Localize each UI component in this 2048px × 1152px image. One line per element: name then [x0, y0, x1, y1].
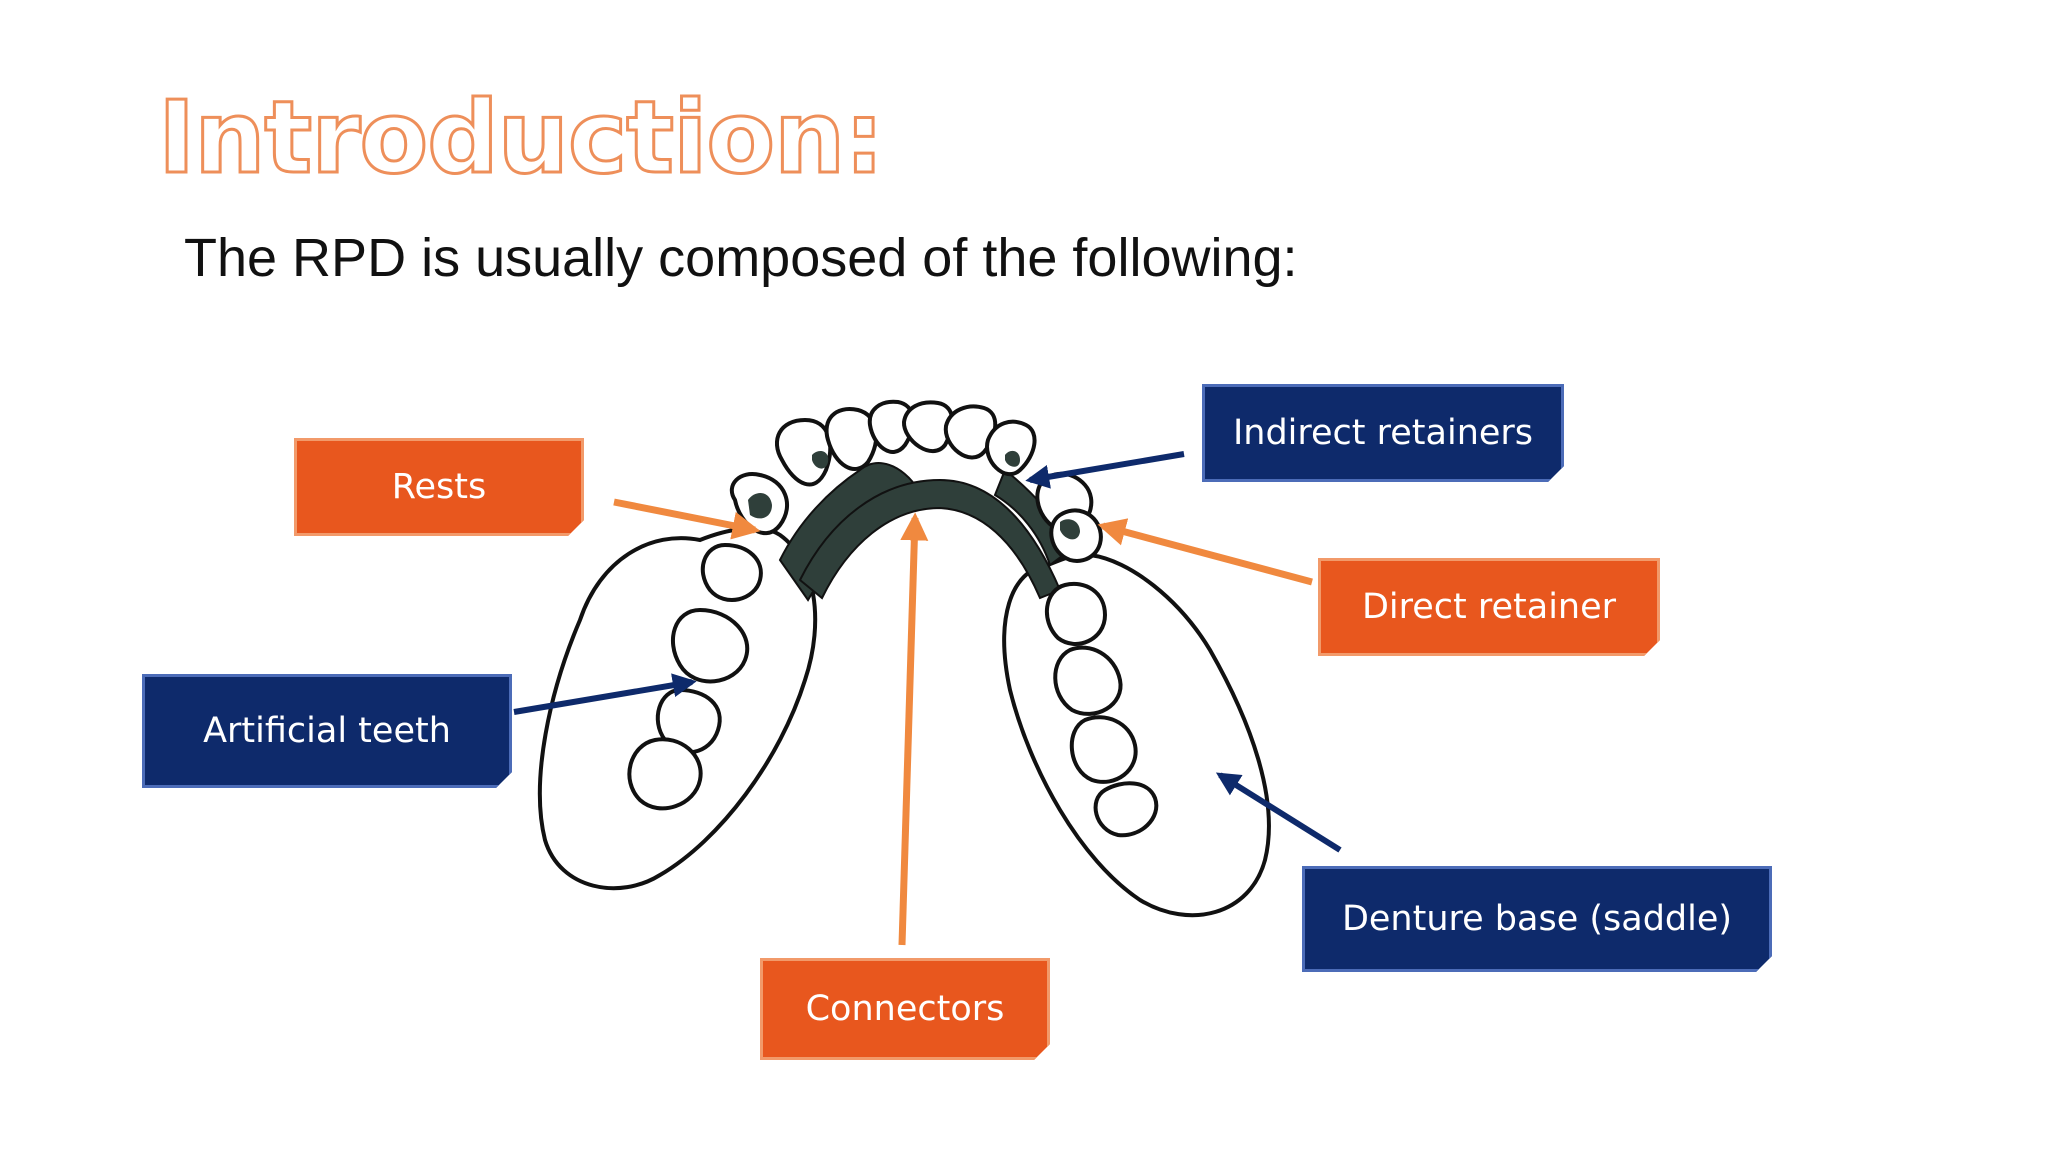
- slide-title: Introduction:: [156, 79, 885, 196]
- connectors-arrow: [898, 512, 929, 946]
- label-artificial-teeth: Artificial teeth: [142, 674, 512, 788]
- label-direct-retainer: Direct retainer: [1318, 558, 1660, 656]
- right-denture-base: [1002, 552, 1271, 918]
- label-rests: Rests: [294, 438, 584, 536]
- label-connectors: Connectors: [760, 958, 1050, 1060]
- label-indirect-retainers: Indirect retainers: [1202, 384, 1564, 482]
- direct-retainer-arrow: [1097, 518, 1313, 586]
- left-artificial-teeth: [627, 542, 763, 811]
- rests-arrow: [613, 498, 761, 540]
- right-artificial-teeth: [1044, 581, 1159, 838]
- artificial-teeth-arrow: [513, 673, 697, 715]
- denture-base-arrow: [1215, 772, 1342, 853]
- label-denture-base: Denture base (saddle): [1302, 866, 1772, 972]
- slide-subtitle: The RPD is usually composed of the follo…: [184, 228, 1298, 288]
- anterior-teeth: [775, 399, 1037, 487]
- rest-marks: [748, 450, 1080, 540]
- indirect-retainers-arrow: [1025, 451, 1185, 489]
